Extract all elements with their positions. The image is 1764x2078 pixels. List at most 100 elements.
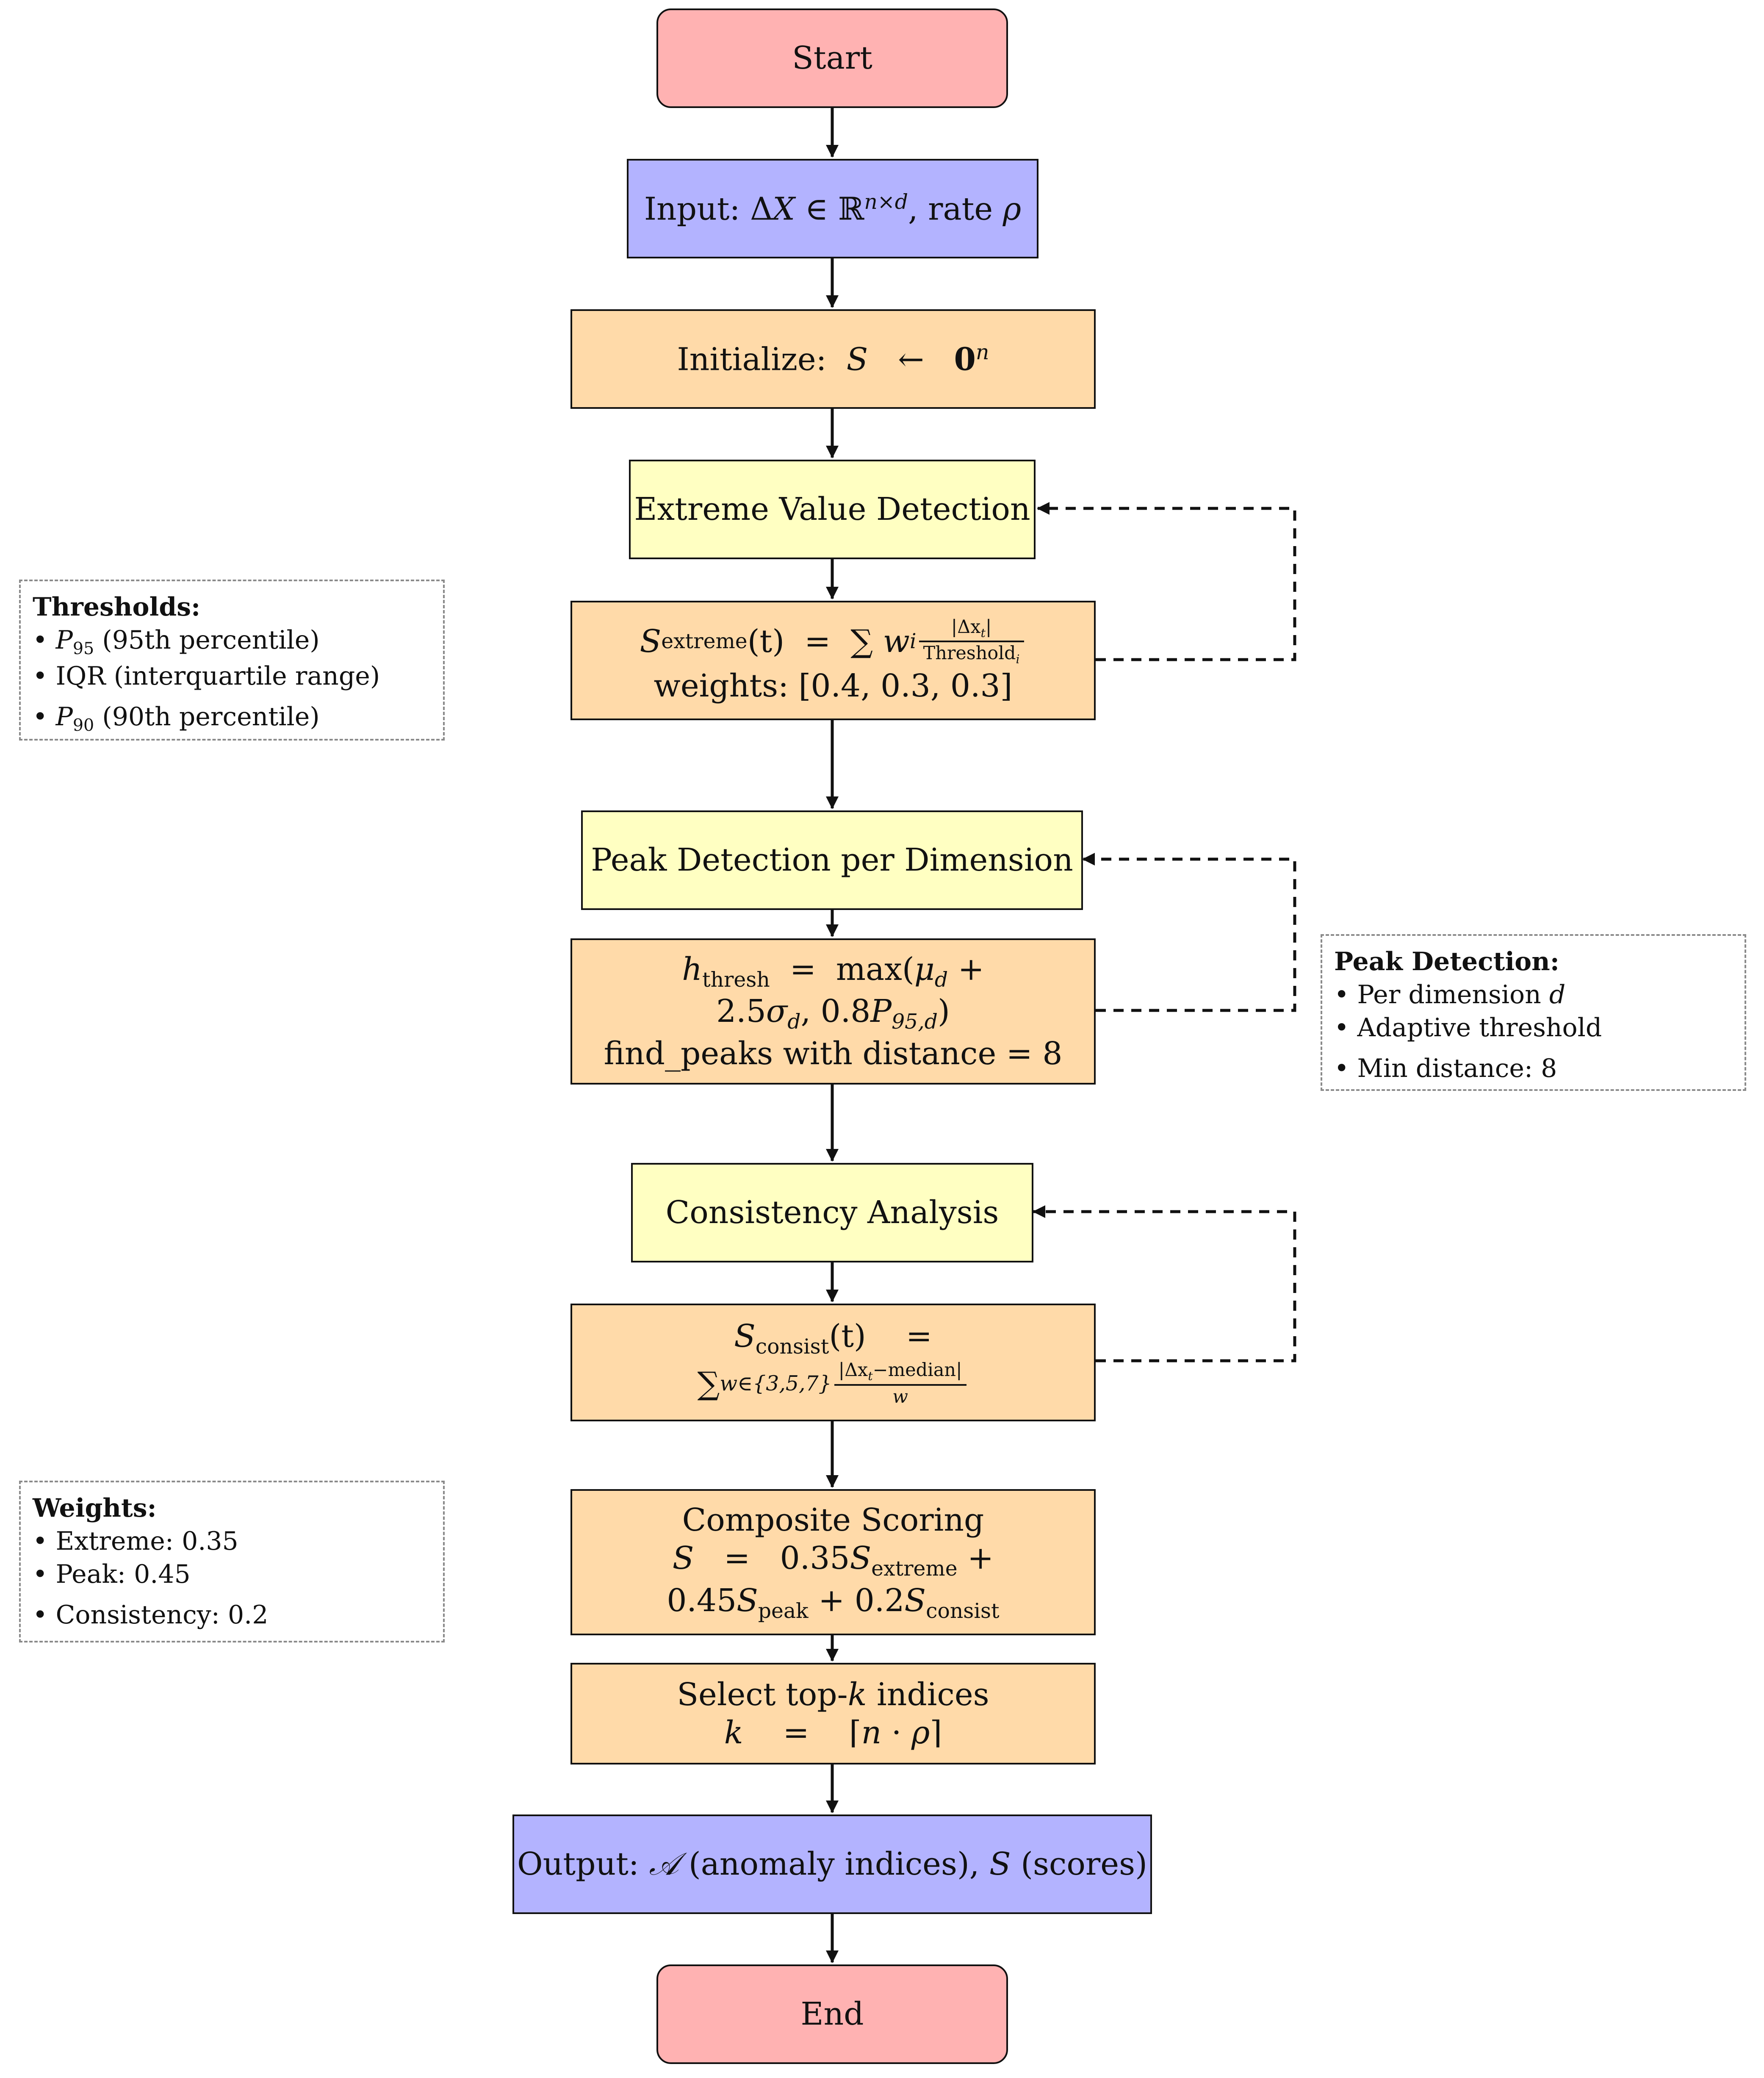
sum-sub: w∈{3,5,7} xyxy=(720,1371,832,1396)
input-label: Input: ΔX ∈ ℝn×d, rate ρ xyxy=(644,189,1021,228)
s-sub: consist xyxy=(755,1334,829,1359)
coef: 2.5 xyxy=(716,993,766,1030)
h-sub: thresh xyxy=(702,967,770,992)
s1-sub: extreme xyxy=(871,1556,958,1581)
consist-formula-line1: Sconsist(t) = xyxy=(734,1317,932,1359)
weights-item-consistency: Consistency: 0.2 xyxy=(33,1598,431,1631)
extreme-stage-label: Extreme Value Detection xyxy=(634,491,1030,528)
max: max( xyxy=(836,951,914,988)
input-node: Input: ΔX ∈ ℝn×d, rate ρ xyxy=(627,159,1038,258)
consist-stage-label: Consistency Analysis xyxy=(665,1194,999,1231)
s-var: S xyxy=(640,623,662,660)
output-mid: (anomaly indices), xyxy=(678,1846,989,1883)
item1-text: Per dimension xyxy=(1357,980,1549,1010)
ceil-l: ⌈ xyxy=(849,1715,861,1751)
comma: , 0.8 xyxy=(800,993,871,1030)
sigma-sub: d xyxy=(787,1010,801,1034)
rate-label: , rate xyxy=(908,191,1003,227)
start-node: Start xyxy=(656,8,1008,108)
feedback-extreme xyxy=(1037,502,1296,661)
n-var: n xyxy=(861,1715,882,1751)
composite-line2: 0.45Speak + 0.2Sconsist xyxy=(667,1581,999,1623)
assign-arrow: ← xyxy=(897,341,924,378)
ceil-r: ⌉ xyxy=(930,1715,942,1751)
initialize-node: Initialize: S ← 0n xyxy=(570,309,1096,409)
consist-formula-line2: ∑w∈{3,5,7} |Δxt−median| w xyxy=(697,1359,969,1407)
num-sub: t xyxy=(980,626,986,640)
consist-stage-node: Consistency Analysis xyxy=(631,1163,1033,1262)
initialize-text: Initialize: xyxy=(677,341,827,378)
select-line1: Select top-k indices xyxy=(677,1676,989,1714)
output-end: (scores) xyxy=(1011,1846,1147,1883)
in-symbol: ∈ xyxy=(795,191,838,227)
peak-note-item2: Adaptive threshold xyxy=(1334,1011,1733,1044)
s-var: S xyxy=(672,1540,694,1577)
rho: ρ xyxy=(911,1715,930,1751)
t-arg: (t) xyxy=(829,1318,866,1355)
thresholds-item-p90: P90 (90th percentile) xyxy=(33,700,431,736)
p-sub: 95,d xyxy=(892,1010,938,1034)
weights-item-extreme: Extreme: 0.35 xyxy=(33,1525,431,1558)
composite-title: Composite Scoring xyxy=(682,1501,984,1538)
select-pre: Select top- xyxy=(677,1676,848,1713)
peak-formula-line1: hthresh = max(μd + xyxy=(682,950,984,992)
sigma: σ xyxy=(766,993,788,1030)
peak-formula-node: hthresh = max(μd + 2.5σd, 0.8P95,d) find… xyxy=(570,938,1096,1085)
select-post: indices xyxy=(867,1676,989,1713)
h-var: h xyxy=(682,951,702,988)
k-var: k xyxy=(847,1676,867,1713)
p90-sub: 90 xyxy=(72,716,94,735)
feedback-consist xyxy=(1033,1205,1296,1362)
reals-symbol: ℝ xyxy=(838,191,864,227)
den: Threshold xyxy=(923,642,1016,664)
consist-fraction: |Δxt−median| w xyxy=(834,1359,966,1407)
eq: = xyxy=(804,623,831,660)
item1-var: d xyxy=(1549,980,1566,1010)
num: |Δx xyxy=(838,1359,868,1381)
num-sub: t xyxy=(868,1369,873,1384)
plus2: + 0.2 xyxy=(818,1582,905,1619)
s3: S xyxy=(904,1582,926,1619)
composite-node: Composite Scoring S = 0.35Sextreme + 0.4… xyxy=(570,1489,1096,1635)
den: w xyxy=(892,1386,908,1407)
input-var: X xyxy=(773,191,795,227)
peak-stage-label: Peak Detection per Dimension xyxy=(591,842,1073,879)
eq: = xyxy=(783,1715,809,1751)
s-var: S xyxy=(734,1318,756,1355)
s-sub: extreme xyxy=(661,629,748,654)
c1: 0.35 xyxy=(780,1540,850,1577)
mu: μ xyxy=(914,951,935,988)
num-end: | xyxy=(985,616,992,638)
zero-exp: n xyxy=(976,340,989,364)
peak-note: Peak Detection: Per dimension d Adaptive… xyxy=(1321,934,1746,1091)
input-dims: n×d xyxy=(864,189,908,214)
c2: 0.45 xyxy=(667,1582,737,1619)
s2: S xyxy=(737,1582,758,1619)
select-line2: k = ⌈n · ρ⌉ xyxy=(724,1714,942,1752)
w-var: w xyxy=(883,623,910,660)
consist-formula-node: Sconsist(t) = ∑w∈{3,5,7} |Δxt−median| w xyxy=(570,1304,1096,1421)
sum: ∑ xyxy=(697,1365,720,1402)
output-node: Output: 𝒜 (anomaly indices), S (scores) xyxy=(512,1814,1152,1914)
scores-var: S xyxy=(989,1846,1011,1883)
peak-stage-node: Peak Detection per Dimension xyxy=(581,810,1083,910)
feedback-peak xyxy=(1082,853,1296,1012)
start-label: Start xyxy=(792,40,872,77)
thresholds-item-p95: P95 (95th percentile) xyxy=(33,624,431,660)
output-prefix: Output: xyxy=(517,1846,649,1883)
s2-sub: peak xyxy=(758,1598,809,1623)
anomaly-set: 𝒜 xyxy=(649,1846,679,1883)
score-var: S xyxy=(846,341,868,378)
p95-text: (95th percentile) xyxy=(94,625,320,655)
p90-var: P xyxy=(55,702,73,732)
thresholds-item-iqr: IQR (interquartile range) xyxy=(33,660,431,693)
end-label: End xyxy=(800,1996,864,2033)
extreme-stage-node: Extreme Value Detection xyxy=(629,460,1036,559)
input-prefix: Input: xyxy=(644,191,750,227)
weights-title: Weights: xyxy=(33,1493,157,1523)
peak-note-title: Peak Detection: xyxy=(1334,947,1559,977)
eq: = xyxy=(789,951,816,988)
